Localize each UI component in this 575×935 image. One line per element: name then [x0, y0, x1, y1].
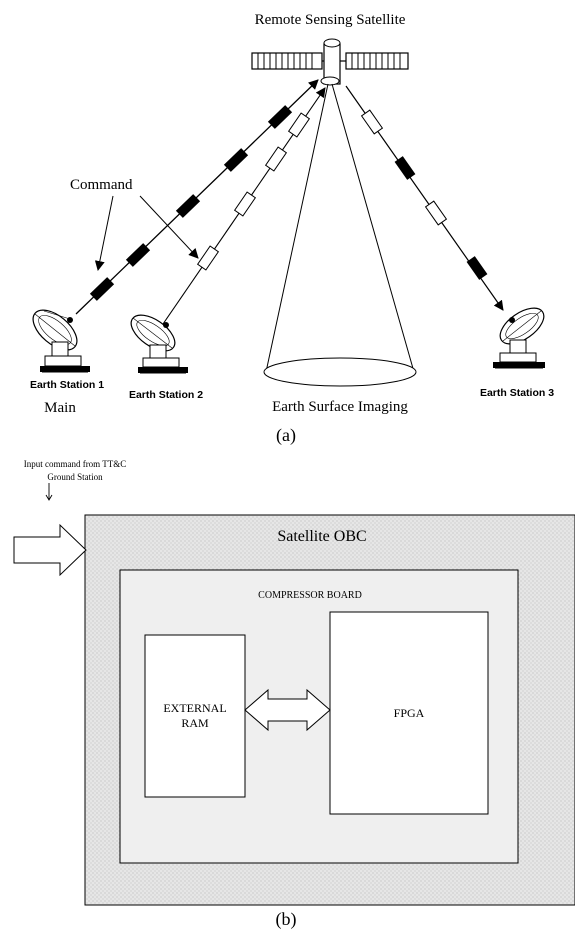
- station-3-label: Earth Station 3: [480, 387, 554, 399]
- fpga-box: [329, 611, 489, 815]
- uplink-station-2: [162, 87, 326, 325]
- caption-b: (b): [276, 909, 297, 930]
- command-label: Command: [70, 177, 133, 193]
- ram-label-line2: RAM: [181, 716, 209, 730]
- satellite-icon: [251, 38, 409, 86]
- station-2-label: Earth Station 2: [129, 389, 203, 401]
- satellite-dish-icon: [493, 307, 545, 369]
- input-note-line1: Input command from TT&C: [24, 459, 127, 469]
- caption-a: (a): [276, 425, 296, 446]
- external-ram-box: [144, 634, 246, 798]
- downlink-station-3: [345, 85, 504, 311]
- input-note-line2: Ground Station: [47, 472, 103, 482]
- satellite-label: Remote Sensing Satellite: [255, 12, 406, 28]
- compressor-label: COMPRESSOR BOARD: [258, 590, 362, 601]
- ram-label-line1: EXTERNAL: [163, 701, 226, 715]
- uplink-station-1: [75, 79, 319, 315]
- imaging-cone: [263, 83, 417, 387]
- command-pointer-2: [139, 195, 199, 259]
- imaging-label: Earth Surface Imaging: [272, 399, 408, 415]
- station-1-sublabel: Main: [44, 400, 76, 416]
- command-pointer-1: [94, 195, 114, 271]
- satellite-dish-icon: [130, 314, 188, 374]
- fpga-label: FPGA: [394, 706, 425, 720]
- obc-label: Satellite OBC: [277, 528, 366, 545]
- satellite-dish-icon: [32, 309, 90, 373]
- station-1-label: Earth Station 1: [30, 379, 104, 391]
- bidirectional-arrow-icon: [244, 688, 331, 732]
- input-arrow-icon: [13, 523, 87, 577]
